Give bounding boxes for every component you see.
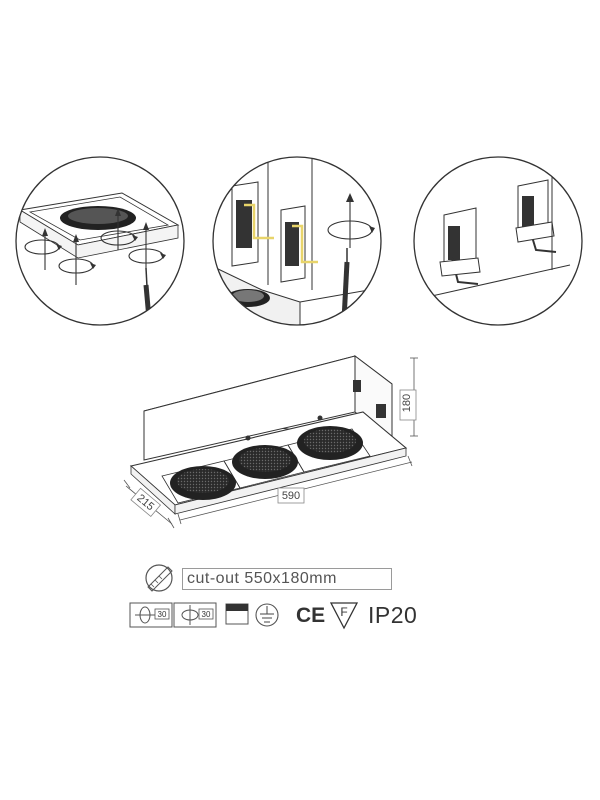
cutting-saw-icon <box>145 564 173 592</box>
lamp-module-3 <box>297 426 363 460</box>
detail-clip-housing <box>413 156 583 326</box>
tilt-angle-2: 30 <box>202 610 211 619</box>
ce-mark-icon: CE <box>296 604 326 627</box>
f-mark-label: F <box>340 605 347 619</box>
height-label: 180 <box>401 394 413 412</box>
length-label: 590 <box>282 490 300 502</box>
lamp-module-1 <box>170 466 236 500</box>
product-drawing: 590 180 215 <box>123 354 418 529</box>
lamp-module-2 <box>232 445 298 479</box>
detail-spring-clips <box>212 156 382 326</box>
f-mark-icon: F <box>329 602 359 630</box>
cutout-spec: cut-out 550x180mm <box>182 568 392 590</box>
tilt-angle-1: 30 <box>158 610 167 619</box>
ip-rating: IP20 <box>368 602 418 628</box>
pan-rotation-icon: 30 <box>173 602 217 628</box>
recessed-mount-icon <box>225 603 249 625</box>
detail-rotation-adjust <box>15 156 185 326</box>
ground-earth-icon <box>255 603 279 627</box>
tilt-rotation-icon: 30 <box>129 602 173 628</box>
